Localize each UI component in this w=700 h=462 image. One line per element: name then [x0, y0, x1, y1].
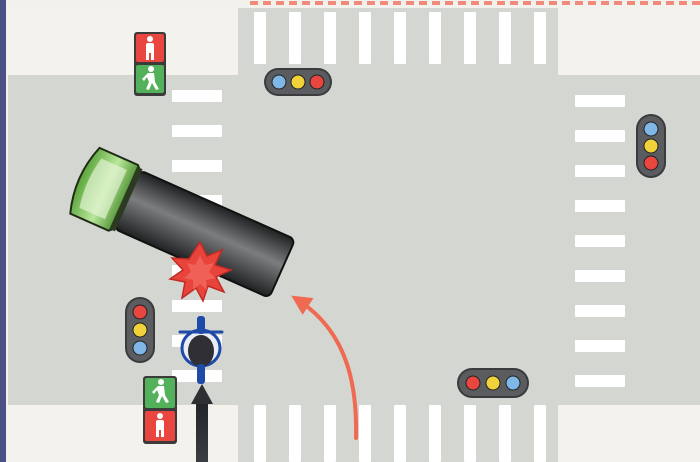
collision-burst: [168, 240, 234, 303]
signal-lamp-blue-4: [505, 375, 521, 391]
signal-lamp-yellow: [290, 74, 306, 90]
signal-lamp-blue-2: [643, 121, 659, 137]
pedestrian-standing-icon-2: [156, 413, 164, 437]
signal-lamp-yellow-2: [643, 138, 659, 154]
pedestrian-standing-icon: [146, 36, 154, 60]
signal-lamp-red-4: [465, 375, 481, 391]
pedestrian-signal-top: [134, 32, 166, 96]
signal-lamp-yellow-4: [485, 375, 501, 391]
signal-lamp-red-2: [643, 155, 659, 171]
cyclist-helmet: [188, 335, 214, 367]
traffic-light-top: [264, 68, 332, 96]
crosswalk-bottom: [254, 405, 546, 462]
pedestrian-walking-icon: [142, 66, 159, 90]
left-border-bar: [0, 0, 6, 462]
cyclist-path-arrowhead: [191, 384, 213, 404]
bicycle-rear-wheel: [197, 364, 205, 384]
crosswalk-top: [254, 12, 546, 64]
traffic-light-left: [125, 297, 155, 363]
truck-cab: [69, 146, 143, 232]
signal-lamp-yellow-3: [132, 322, 148, 338]
signal-lamp-red: [309, 74, 325, 90]
crosswalk-right: [575, 95, 625, 387]
bicycle-front-wheel: [197, 316, 205, 334]
traffic-light-bottom: [457, 368, 529, 398]
signal-lamp-red-3: [132, 304, 148, 320]
signal-lamp-blue: [271, 74, 287, 90]
traffic-light-right: [636, 114, 666, 178]
signal-lamp-blue-3: [132, 340, 148, 356]
pedestrian-signal-bottom: [143, 376, 177, 444]
right-turn-arrow: [291, 295, 359, 440]
truck: [69, 146, 295, 297]
cyclist: [178, 316, 224, 384]
pedestrian-walking-icon-2: [152, 379, 169, 403]
cyclist-path: [196, 396, 208, 462]
